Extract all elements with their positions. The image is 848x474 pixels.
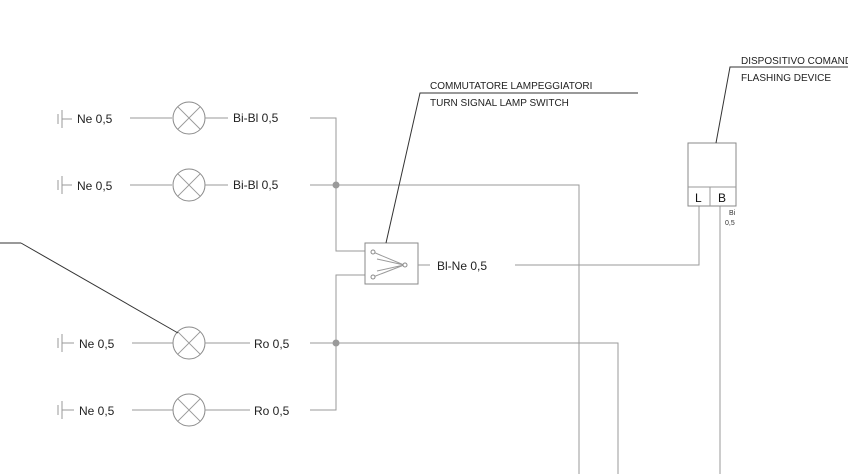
switch-output-label: Bl-Ne 0,5 xyxy=(437,259,487,273)
switch-label-en: TURN SIGNAL LAMP SWITCH xyxy=(430,98,569,109)
flashing-device: L B Bi 0,5 xyxy=(687,142,737,227)
callout-lead-lamp-3-diagonal xyxy=(20,242,179,334)
lamp-icon-4 xyxy=(172,393,206,427)
ground-label-3: Ne 0,5 xyxy=(79,337,115,351)
lamp-wire-label-2: Bi-Bl 0,5 xyxy=(233,178,279,192)
ground-label-2: Ne 0,5 xyxy=(77,179,113,193)
flasher-wire-b-label-1: Bi xyxy=(729,210,736,217)
lamp-wire-label-3: Ro 0,5 xyxy=(254,337,290,351)
lamp-icon-3 xyxy=(172,326,206,360)
ground-label-4: Ne 0,5 xyxy=(79,404,115,418)
lamp-wire-label-4: Ro 0,5 xyxy=(254,404,290,418)
flasher-callout: DISPOSITIVO COMANDO FLASHING DEVICE xyxy=(715,56,848,144)
switch-contacts-icon xyxy=(372,251,405,278)
flasher-body xyxy=(687,142,737,207)
flasher-wire-b-label-2: 0,5 xyxy=(725,220,735,227)
lamp-row-1: Ne 0,5 Bi-Bl 0,5 xyxy=(57,101,279,135)
flasher-pin-b: B xyxy=(718,191,726,205)
flasher-pin-l: L xyxy=(695,191,702,205)
lamp-row-4: Ne 0,5 Ro 0,5 xyxy=(57,393,290,427)
flasher-label-it: DISPOSITIVO COMANDO xyxy=(741,56,848,67)
lamp-row-3: Ne 0,5 Ro 0,5 xyxy=(57,326,290,360)
ground-symbol-3 xyxy=(57,334,74,352)
lamp-icon-1 xyxy=(172,101,206,135)
switch-label-it: COMMUTATORE LAMPEGGIATORI xyxy=(430,81,592,92)
ground-symbol-2 xyxy=(57,176,72,194)
lamp-row-2: Ne 0,5 Bi-Bl 0,5 xyxy=(57,168,279,202)
lamp-wire-label-1: Bi-Bl 0,5 xyxy=(233,111,279,125)
ground-symbol-4 xyxy=(57,401,74,419)
ground-label-1: Ne 0,5 xyxy=(77,112,113,126)
switch-callout: COMMUTATORE LAMPEGGIATORI TURN SIGNAL LA… xyxy=(385,81,638,244)
junction-dot-2 xyxy=(332,339,340,347)
turn-signal-switch: Bl-Ne 0,5 xyxy=(364,242,487,285)
lamp-icon-2 xyxy=(172,168,206,202)
flasher-label-en: FLASHING DEVICE xyxy=(741,73,831,84)
junction-dot-1 xyxy=(332,181,340,189)
ground-symbol-1 xyxy=(57,110,72,128)
bus-wiring xyxy=(310,117,721,474)
